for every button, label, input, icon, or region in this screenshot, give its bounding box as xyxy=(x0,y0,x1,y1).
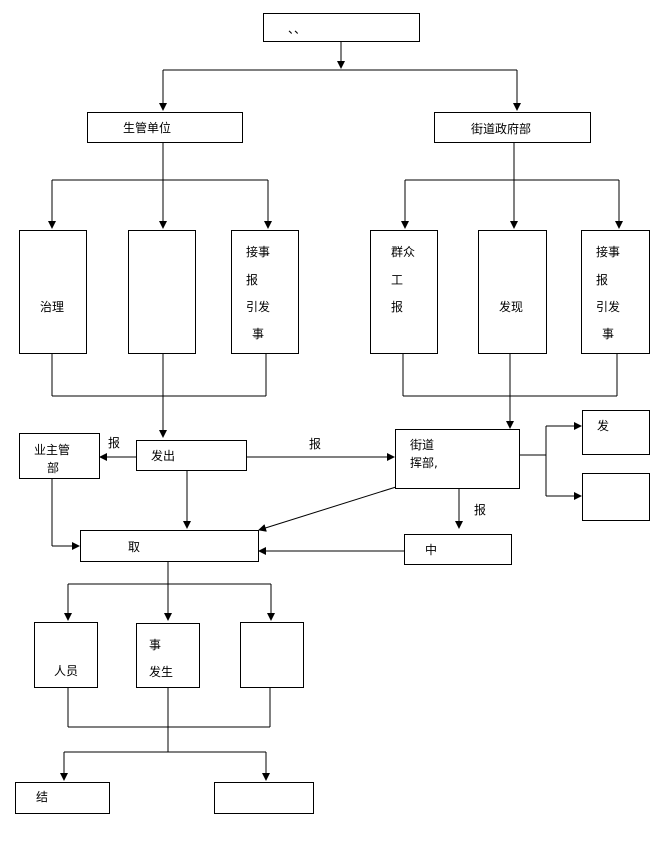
conclusion-box: 结 xyxy=(15,782,110,814)
left-incident-line3: 引发 xyxy=(246,300,271,314)
edge-label-report-mid: 报 xyxy=(309,437,322,451)
edge-label-report-left: 报 xyxy=(108,436,121,450)
event-box: 事 发生 xyxy=(136,623,200,688)
event-line2: 发生 xyxy=(149,665,174,679)
left-blank-box xyxy=(128,230,196,354)
take-label: 取 xyxy=(128,540,141,554)
right-bottom-box xyxy=(582,473,650,521)
industry-department-line1: 业主管 xyxy=(34,443,71,457)
connector-command-to-take xyxy=(258,486,397,532)
personnel-box: 人员 xyxy=(34,622,98,688)
right-incident-report-box: 接事 报 引发 事 xyxy=(581,230,650,354)
right-top-label: 发 xyxy=(597,419,610,433)
discovery-label: 发现 xyxy=(499,300,524,314)
event-line1: 事 xyxy=(149,638,162,652)
issue-box: 发出 xyxy=(136,440,247,471)
left-incident-line1: 接事 xyxy=(246,245,271,259)
right-incident-line1: 接事 xyxy=(596,245,621,259)
governance-box: 治理 xyxy=(19,230,87,354)
public-report-line2: 工 xyxy=(391,273,404,287)
center-label: 中 xyxy=(425,543,438,557)
lower-blank-box xyxy=(240,622,304,688)
issue-label: 发出 xyxy=(151,449,176,463)
street-government-box: 街道政府部 xyxy=(434,112,591,143)
production-unit-box: 生管单位 xyxy=(87,112,243,143)
public-report-line1: 群众 xyxy=(391,245,416,259)
governance-label: 治理 xyxy=(40,300,65,314)
industry-department-box: 业主管 部 xyxy=(19,433,100,479)
top-box: 、、 xyxy=(263,13,420,42)
conclusion-label: 结 xyxy=(36,790,49,804)
production-unit-label: 生管单位 xyxy=(123,121,172,135)
left-incident-line4: 事 xyxy=(252,327,265,341)
left-incident-line2: 报 xyxy=(246,273,259,287)
personnel-label: 人员 xyxy=(54,664,79,678)
right-incident-line3: 引发 xyxy=(596,300,621,314)
street-command-box: 街道 挥部, xyxy=(395,429,520,489)
top-box-label: 、、 xyxy=(288,22,307,36)
street-command-line2: 挥部, xyxy=(410,456,438,470)
industry-department-line2: 部 xyxy=(47,461,60,475)
edge-label-report-down: 报 xyxy=(474,503,487,517)
right-incident-line4: 事 xyxy=(602,327,615,341)
right-incident-line2: 报 xyxy=(596,273,609,287)
discovery-box: 发现 xyxy=(478,230,547,354)
street-government-label: 街道政府部 xyxy=(471,122,532,136)
take-box: 取 xyxy=(80,530,259,562)
final-right-box xyxy=(214,782,314,814)
street-command-line1: 街道 xyxy=(410,438,435,452)
public-report-line3: 报 xyxy=(391,300,404,314)
center-box: 中 xyxy=(404,534,512,565)
right-top-box: 发 xyxy=(582,410,650,455)
public-report-box: 群众 工 报 xyxy=(370,230,438,354)
left-incident-report-box: 接事 报 引发 事 xyxy=(231,230,299,354)
